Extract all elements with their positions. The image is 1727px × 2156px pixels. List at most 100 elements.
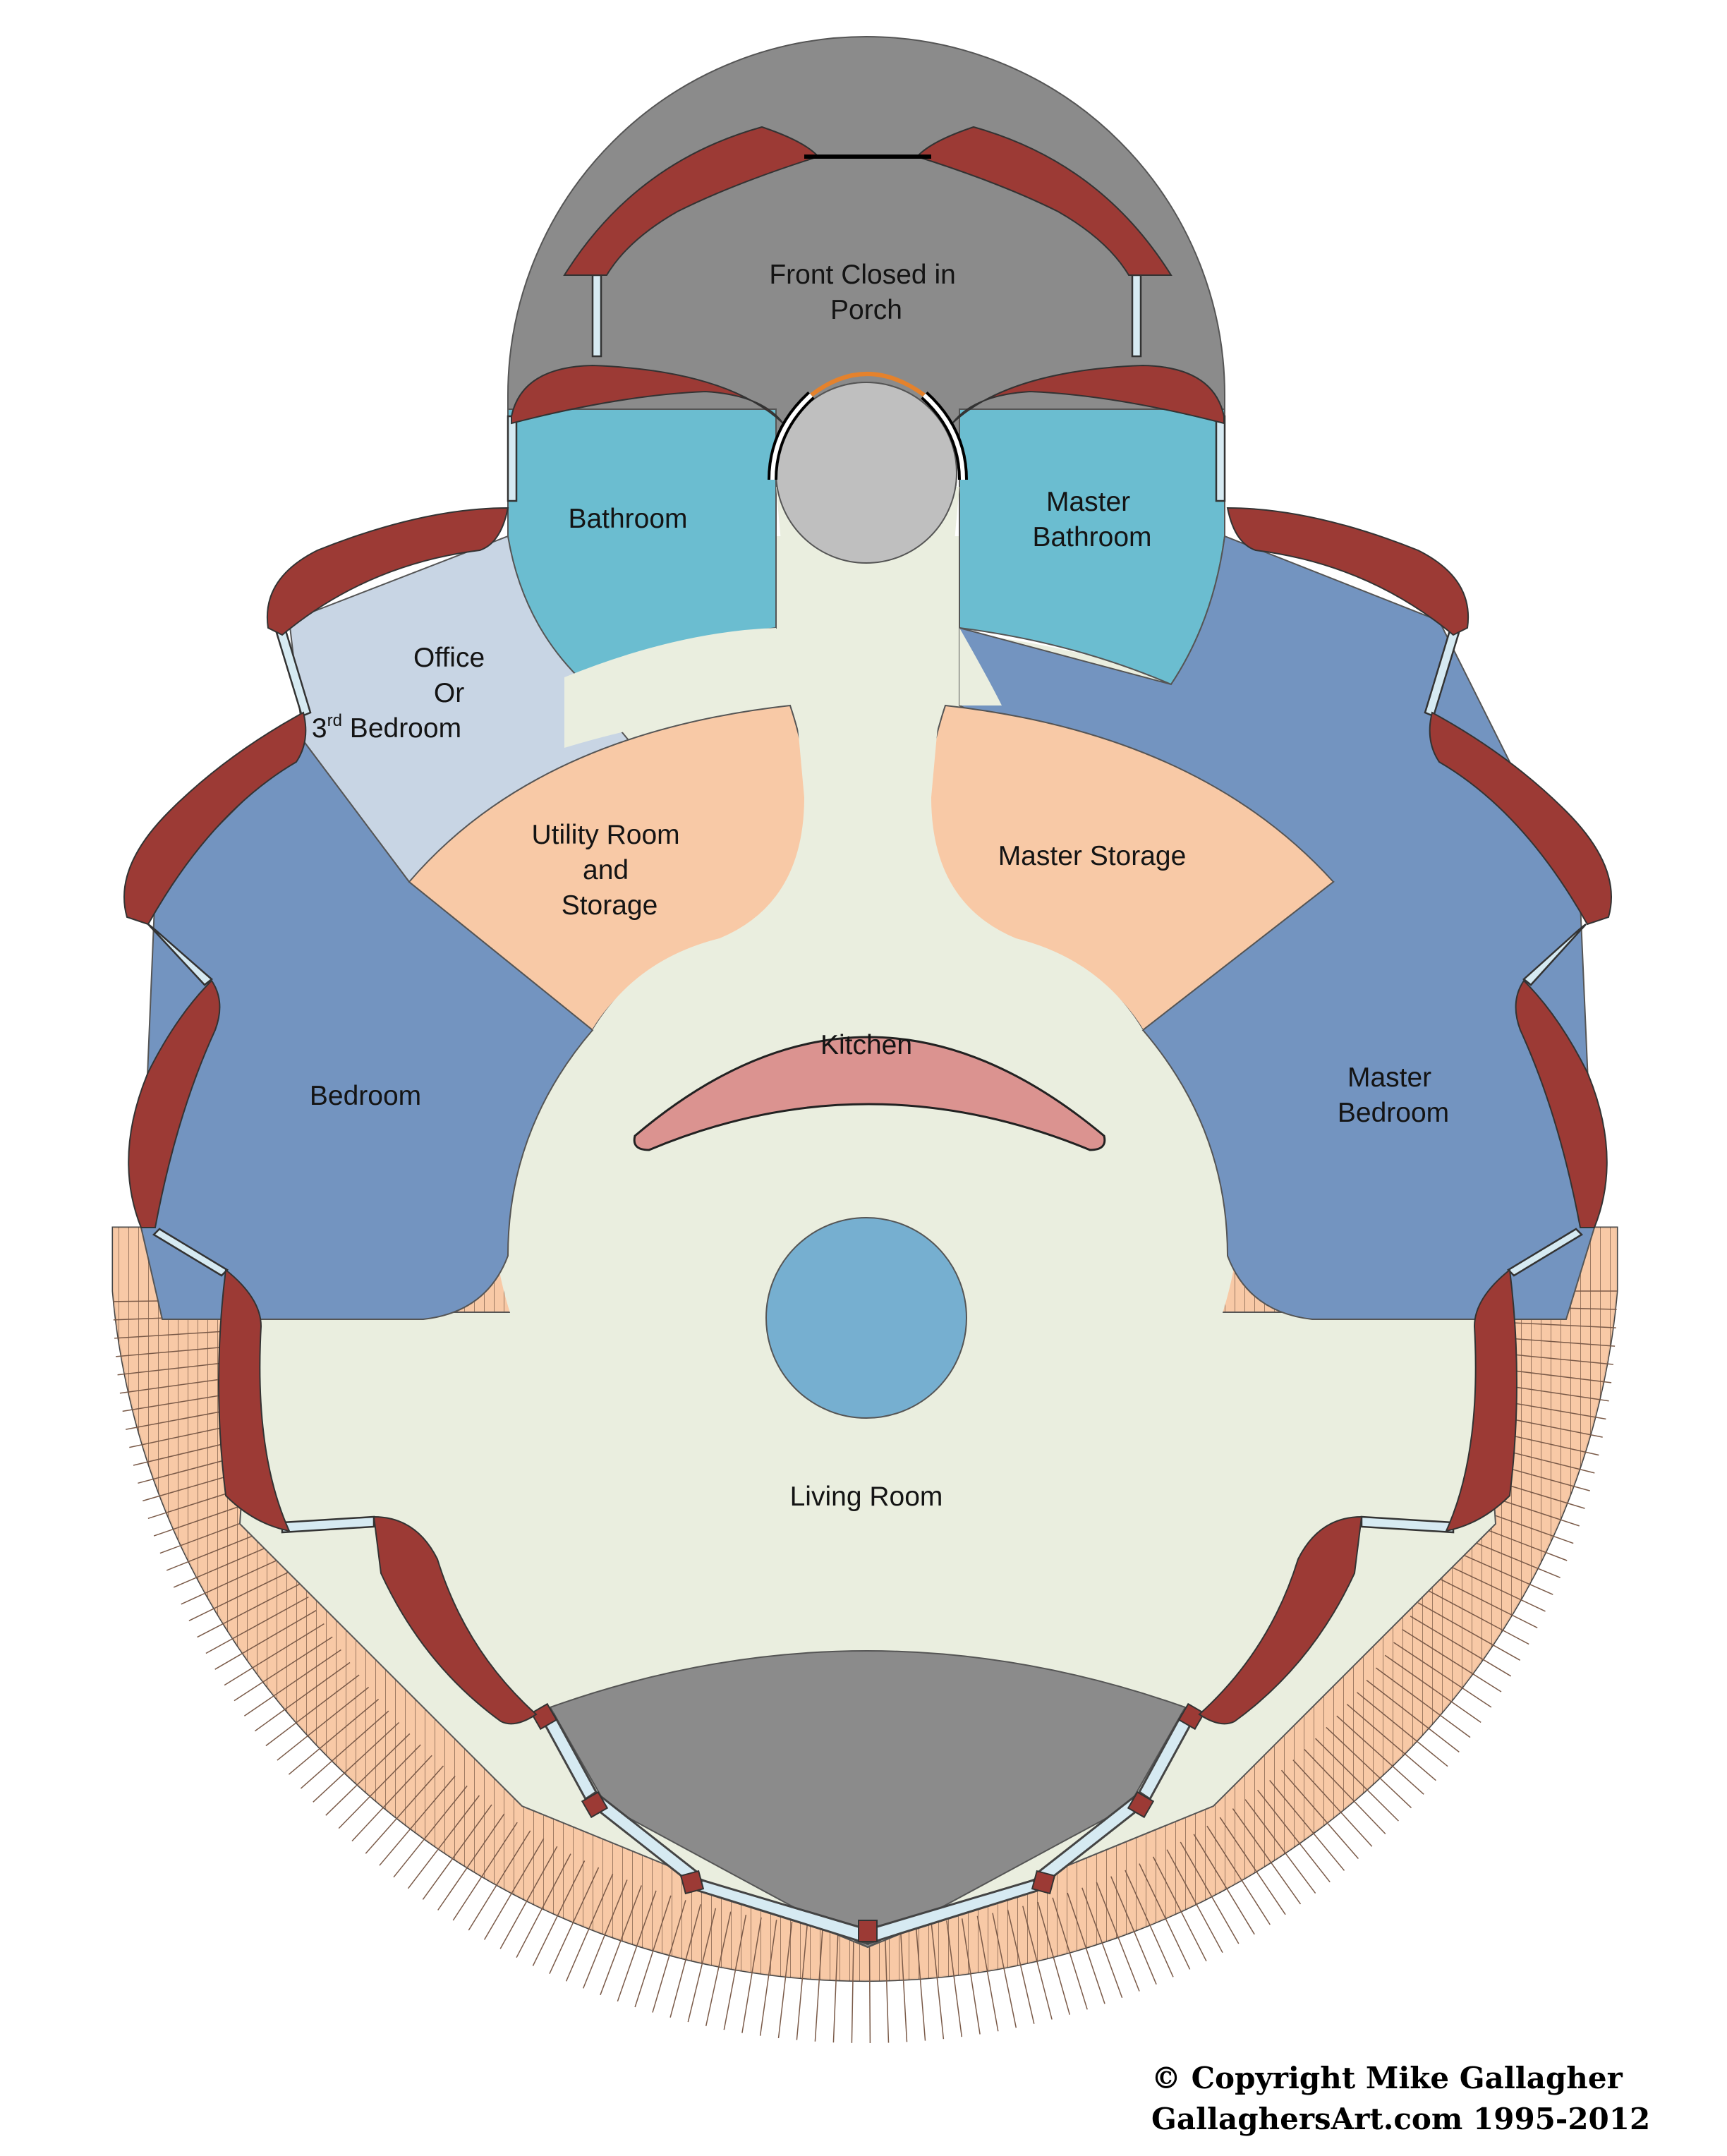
deck-plank-line	[1432, 1575, 1538, 1628]
copyright-line-1: © Copyright Mike Gallagher	[1151, 2061, 1623, 2095]
deck-plank-line	[1219, 1817, 1286, 1915]
deck-plank-line	[652, 1900, 686, 2013]
deck-plank-line	[338, 1744, 421, 1829]
deck-plank-line	[961, 1918, 981, 2035]
room-labels: Front Closed in Porch Bathroom Master Ba…	[310, 260, 1449, 1512]
deck-plank-line	[1096, 1882, 1140, 1992]
deck-plank-line	[277, 1686, 370, 1761]
entry-door-arc	[810, 372, 926, 397]
deck-plank-line	[1269, 1780, 1345, 1871]
copyright: © Copyright Mike Gallagher GallaghersArt…	[1151, 2061, 1650, 2136]
deck-plank-line	[1315, 1738, 1399, 1822]
deck-plank-line	[1037, 1901, 1071, 2015]
deck-plank-line	[1125, 1870, 1174, 1978]
front-porch	[507, 36, 1225, 438]
deck-plank-line	[379, 1775, 456, 1866]
deck-plank-line	[1244, 1799, 1316, 1894]
deck-plank-line	[1498, 1321, 1616, 1328]
bedroom-room	[140, 739, 594, 1320]
deck-plank-line	[1326, 1726, 1412, 1808]
deck-plank-line	[516, 1853, 571, 1958]
deck-plank-line	[617, 1890, 657, 2001]
entry-door-frame-right-inner	[922, 393, 965, 480]
deck-plank-line	[422, 1804, 492, 1900]
label-kitchen: Kitchen	[820, 1030, 912, 1060]
deck-plank-line	[468, 1830, 531, 1931]
deck-plank-line	[1067, 1892, 1105, 2004]
deck-plank-line	[116, 1345, 233, 1357]
deck-plank-line	[1292, 1760, 1373, 1847]
deck-plank-line	[976, 1915, 999, 2032]
deck-plank-line	[1110, 1876, 1157, 1985]
deck-plank-line	[1152, 1856, 1207, 1962]
label-living-room: Living Room	[790, 1482, 943, 1512]
deck-plank-line	[1357, 1692, 1448, 1767]
deck-plank-line	[119, 1376, 236, 1394]
deck-plank-line	[365, 1765, 444, 1854]
kitchen-counter	[633, 1036, 1106, 1151]
deck-plank-line	[1425, 1588, 1529, 1645]
deck-plank-line	[1410, 1616, 1512, 1677]
label-office: Office Or 3rd Bedroom	[312, 643, 492, 744]
deck-plank-line	[181, 1555, 289, 1605]
deck-plank-line	[992, 1913, 1017, 2028]
deck-plank-line	[1393, 1642, 1492, 1708]
hallway	[593, 487, 1143, 1030]
deck-plank-line	[265, 1674, 360, 1747]
deck-plank-line	[532, 1860, 586, 1966]
deck-plank-line	[687, 1908, 717, 2023]
deck-plank-line	[1193, 1834, 1255, 1935]
deck-plank-line	[224, 1623, 325, 1686]
deck-plank-line	[796, 1923, 808, 2040]
center-column	[765, 1217, 967, 1419]
hallway-left-gap	[564, 628, 776, 748]
deck-plank-line	[437, 1813, 505, 1910]
deck-plank-line	[243, 1649, 341, 1716]
deck-plank-line	[851, 1925, 855, 2043]
deck-plank-line	[499, 1846, 558, 1949]
deck-plank-line	[583, 1879, 628, 1989]
deck-plank-line	[946, 1920, 963, 2037]
deck-plank-line	[1007, 1909, 1035, 2024]
deck-plank-line	[173, 1540, 282, 1588]
back-window-posts	[530, 1702, 1206, 1942]
deck-plank-line	[759, 1920, 777, 2036]
deck-plank-line	[723, 1914, 747, 2030]
label-master-storage: Master Storage	[998, 841, 1187, 871]
deck-plank-line	[565, 1873, 614, 1982]
deck-plank-line	[483, 1838, 545, 1940]
deck-plank-line	[669, 1904, 701, 2018]
deck-plank-line	[832, 1925, 840, 2043]
deck-plank-line	[600, 1885, 643, 1996]
deck-plank-line	[634, 1895, 672, 2008]
deck-plank-line	[1375, 1667, 1471, 1738]
deck-plank-line	[814, 1924, 824, 2042]
deck-plank-line	[1052, 1897, 1088, 2010]
deck-plank-line	[777, 1921, 793, 2038]
deck-plank-line	[1166, 1849, 1223, 1954]
deck-plank-line	[1498, 1337, 1616, 1347]
deck-plank-line	[197, 1582, 302, 1638]
label-porch: Front Closed in Porch	[769, 260, 963, 325]
deck-plank-line	[117, 1361, 234, 1376]
deck-plank-line	[705, 1911, 732, 2027]
deck-plank-line	[188, 1568, 295, 1621]
walls	[123, 126, 1612, 1725]
windows	[147, 274, 1587, 1534]
deck-plank-line	[1280, 1769, 1359, 1859]
back-porch	[549, 1650, 1187, 1949]
deck-plank-line	[884, 1925, 890, 2043]
deck-plank-line	[1257, 1789, 1331, 1883]
deck-plank-line	[1139, 1863, 1191, 1970]
deck-plank-line	[114, 1330, 231, 1339]
deck-plank-line	[234, 1636, 333, 1702]
deck-plank-line	[288, 1698, 380, 1775]
deck-plank-line	[452, 1822, 518, 1921]
deck-plank-line	[1304, 1749, 1386, 1834]
deck-plank-line	[915, 1924, 926, 2041]
copyright-line-2: GallaghersArt.com 1995-2012	[1151, 2102, 1650, 2136]
deck-plank-line	[300, 1710, 389, 1789]
label-bedroom: Bedroom	[310, 1081, 421, 1111]
deck-plank-line	[325, 1733, 411, 1816]
